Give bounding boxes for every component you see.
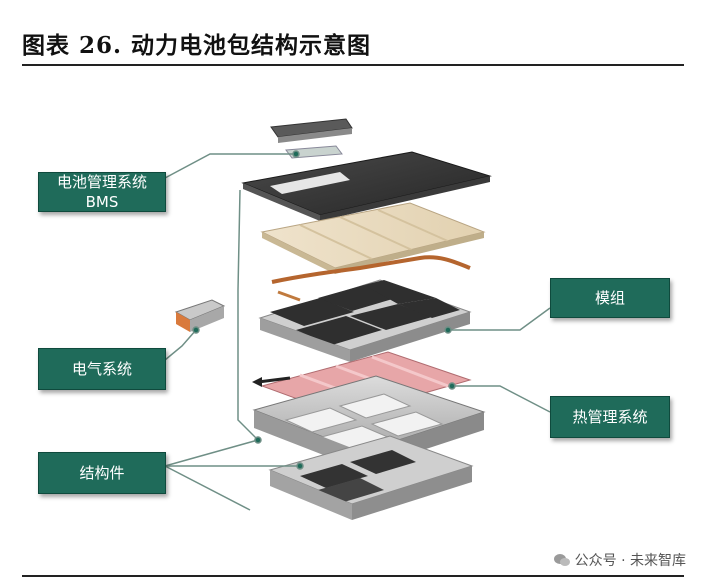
title-rule [22, 64, 684, 66]
callout-module-label: 模组 [594, 289, 625, 307]
callout-electrical: 电气系统 [38, 348, 166, 390]
callout-structural: 结构件 [38, 452, 166, 494]
leader-lines [164, 150, 551, 511]
electrical-box [174, 299, 226, 332]
callout-thermal-label: 热管理系统 [572, 408, 648, 426]
figure-title: 图表 26. 动力电池包结构示意图 [22, 32, 372, 59]
callout-bms-line1: 电池管理系统 [56, 173, 147, 191]
callout-bms-line2: BMS [85, 193, 119, 211]
wechat-icon [553, 554, 570, 566]
battery-modules [258, 279, 472, 362]
pack-top-lid [241, 151, 492, 221]
callout-module: 模组 [550, 278, 670, 318]
bms-board [270, 118, 353, 159]
watermark: 公众号 · 未来智库 [553, 550, 686, 570]
bottom-rule [22, 575, 684, 577]
watermark-text: 公众号 · 未来智库 [574, 553, 686, 569]
pack-bottom-plate [268, 435, 474, 520]
electrical-harness [271, 255, 471, 302]
callout-thermal: 热管理系统 [550, 396, 670, 438]
callout-bms: 电池管理系统 BMS [38, 172, 166, 212]
insulation-pad-layer [260, 202, 486, 274]
callout-structural-label: 结构件 [79, 464, 125, 482]
callout-electrical-label: 电气系统 [71, 360, 132, 378]
